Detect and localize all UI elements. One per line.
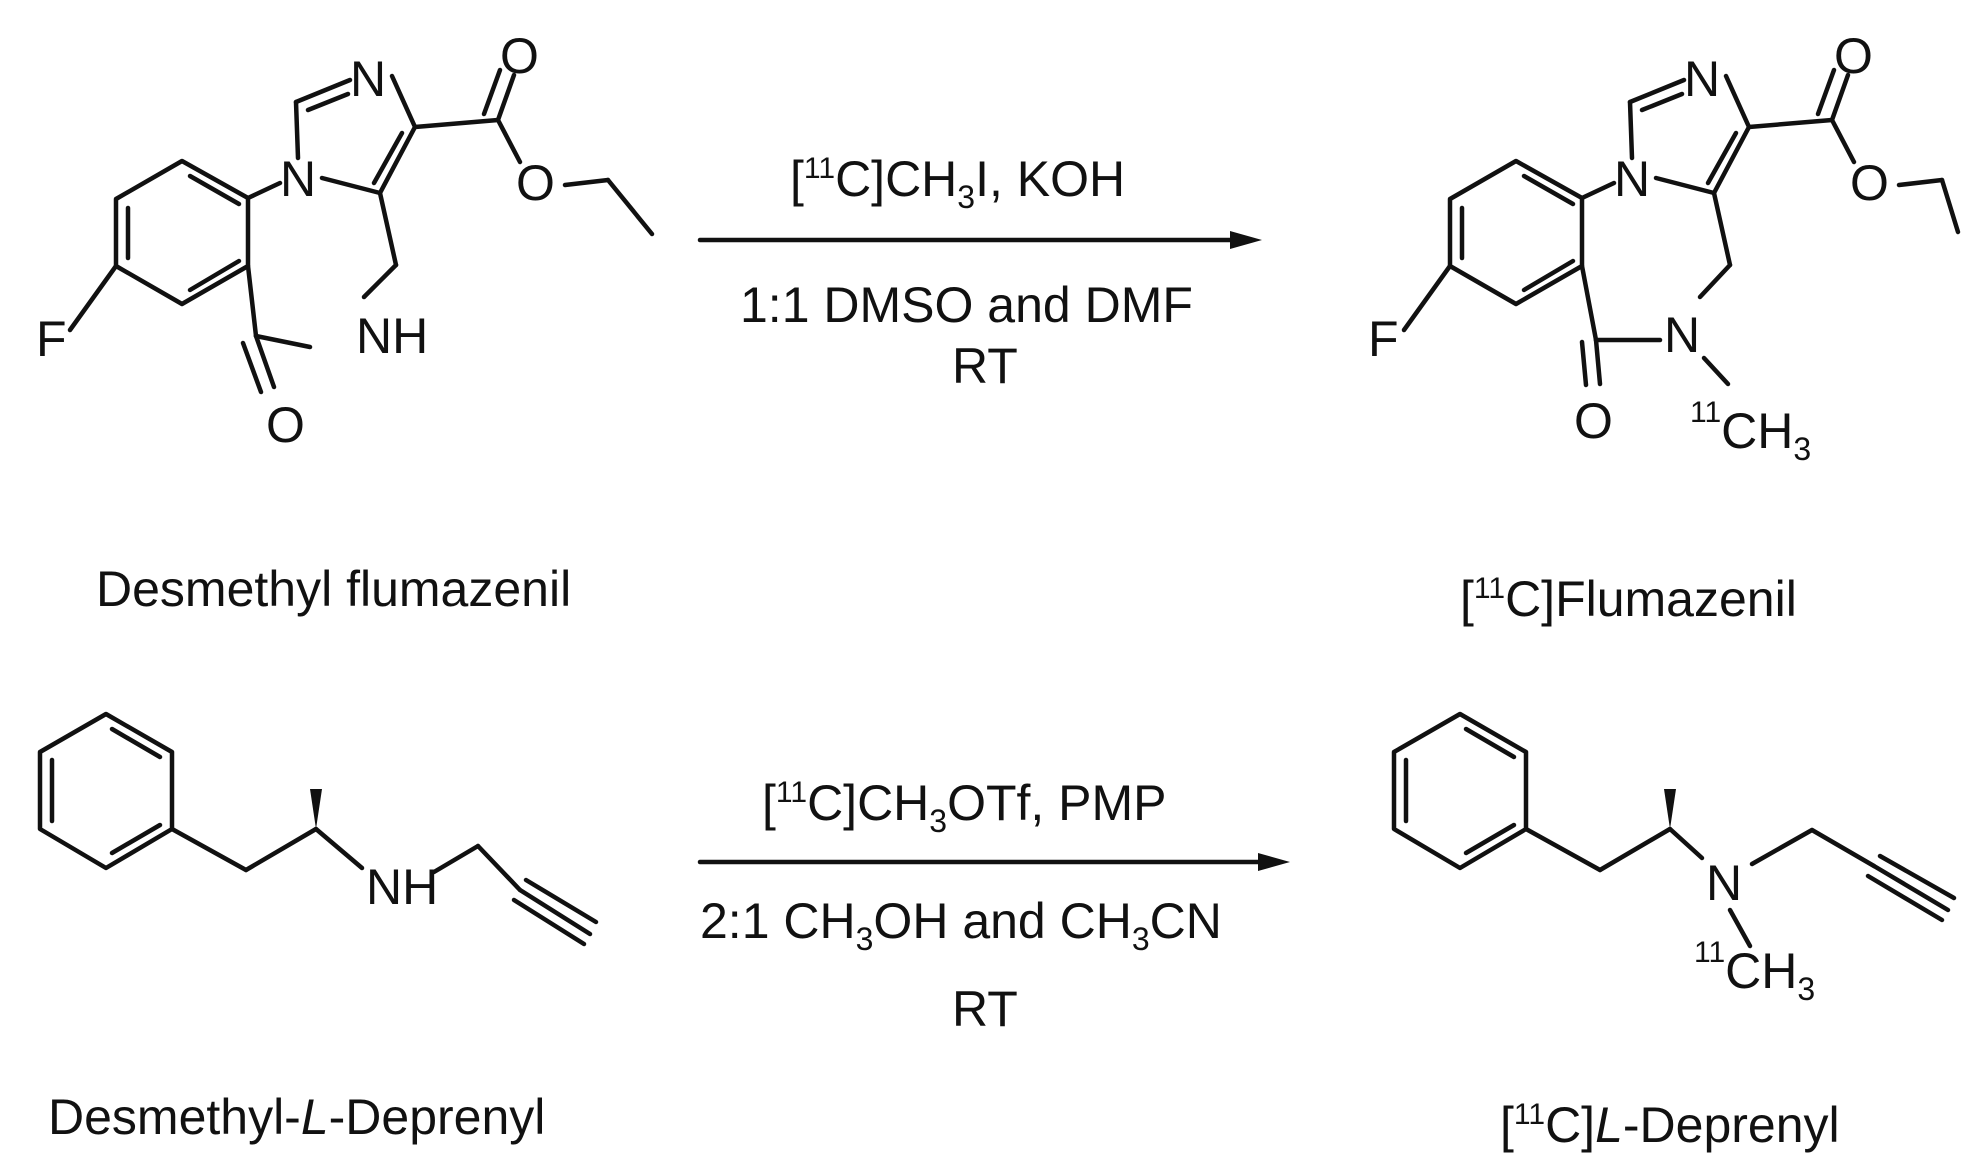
product-atom-N-methylated: N (1664, 307, 1700, 363)
stereo-wedge-methyl-1 (310, 789, 322, 829)
reaction-2-reactant-name: Desmethyl-L-Deprenyl (48, 1089, 545, 1145)
reaction-1-reactant-name: Desmethyl flumazenil (96, 561, 571, 617)
reaction-1-reagents: [11C]CH3I, KOH (790, 151, 1125, 215)
desmethyl-l-deprenyl-structure (37, 711, 599, 947)
reactant-2-atom-NH: NH (366, 859, 438, 915)
reaction-1-arrowhead (1230, 231, 1262, 249)
product-atom-O-carbonyl: O (1574, 393, 1613, 449)
product-atom-F: F (1368, 311, 1399, 367)
c11-l-deprenyl-structure (1391, 711, 1957, 949)
atom-N1: N (280, 151, 316, 207)
product-atom-O-ester-carbonyl: O (1834, 28, 1873, 84)
product-atom-N1: N (1614, 151, 1650, 207)
product-atom-N-imidazole: N (1684, 51, 1720, 107)
atom-N-imidazole: N (350, 51, 386, 107)
product-11CH3-label: 11CH3 (1690, 396, 1811, 467)
desmethyl-flumazenil-structure (67, 67, 655, 395)
reaction-1-product-name: [11C]Flumazenil (1460, 571, 1797, 627)
reaction-1-solvent: 1:1 DMSO and DMF (740, 277, 1193, 333)
product-atom-O-ester: O (1850, 155, 1889, 211)
reaction-2-reagents: [11C]CH3OTf, PMP (762, 775, 1167, 839)
reaction-2-temperature: RT (952, 981, 1018, 1037)
c11-flumazenil-structure (1401, 67, 1961, 388)
reaction-2-arrowhead (1258, 853, 1290, 871)
stereo-wedge-methyl-2 (1664, 789, 1676, 829)
reaction-2-product-name: [11C]L-Deprenyl (1500, 1097, 1840, 1153)
atom-O-carbonyl: O (266, 397, 305, 453)
product-2-11CH3-label: 11CH3 (1694, 936, 1815, 1007)
product-2-atom-N: N (1706, 855, 1742, 911)
atom-O-ester-carbonyl: O (500, 28, 539, 84)
reaction-1-temperature: RT (952, 338, 1018, 394)
atom-O-ester: O (516, 155, 555, 211)
reaction-2-solvent: 2:1 CH3OH and CH3CN (700, 893, 1222, 957)
atom-NH: NH (356, 308, 428, 364)
atom-F: F (36, 311, 67, 367)
